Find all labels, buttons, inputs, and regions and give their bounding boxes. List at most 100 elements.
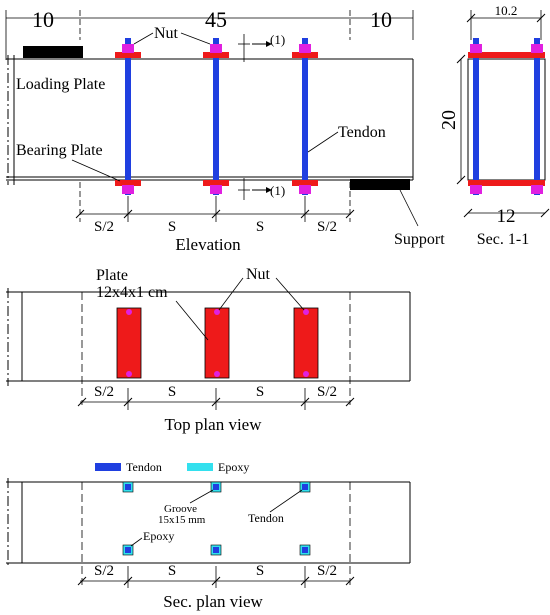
spacing-tick-3 — [300, 209, 310, 219]
sec-bottom-nut-left — [470, 185, 482, 194]
groove-tendon-3b — [302, 547, 308, 553]
sec-plan-tick-2 — [211, 576, 221, 586]
top-plan-nut-1b — [126, 371, 132, 377]
support-leader — [399, 189, 419, 227]
top-plan-nut-2a — [214, 309, 220, 315]
sec-plan-spacing-1: S/2 — [94, 563, 114, 579]
spacing-label-4: S/2 — [317, 219, 337, 235]
bottom-nut-2 — [210, 185, 222, 194]
sec-outline — [467, 58, 546, 181]
top-plate-1 — [115, 52, 141, 58]
spacing-tick-0 — [75, 209, 85, 219]
top-plan-view: Plate 12x4x1 cm Nut S/2 S S S/2 Top plan… — [6, 266, 411, 434]
bearing-plate-leader — [71, 159, 121, 182]
spacing-label-1: S/2 — [94, 219, 114, 235]
sec-plan-tendon-label: Tendon — [248, 511, 284, 525]
support-label: Support — [394, 231, 445, 248]
top-plan-tick-0 — [77, 397, 87, 407]
bottom-nut-1 — [122, 185, 134, 194]
bottom-nut-3 — [299, 185, 311, 194]
top-plan-nut-2b — [214, 371, 220, 377]
sec-plan-tick-4 — [345, 576, 355, 586]
dim-right-value: 10 — [370, 7, 392, 32]
sec-bottom-plate — [468, 180, 545, 186]
sec-top-width: 10.2 — [495, 3, 518, 18]
spacing-tick-4 — [345, 209, 355, 219]
legend-tendon-label: Tendon — [126, 460, 162, 474]
sec-plan-epoxy-leader — [130, 537, 143, 547]
groove-label-line2: 15x15 mm — [158, 514, 206, 526]
sec-plan-spacing-3: S — [256, 563, 264, 579]
groove-leader — [189, 489, 214, 504]
groove-tendon-1a — [125, 484, 131, 490]
sec-top-nut-right — [531, 44, 543, 53]
plate-label-line1: Plate — [96, 267, 128, 284]
sec-plan-view: Tendon Epoxy Groove 15x15 mm Tendon Epox… — [6, 460, 411, 611]
top-nut-1 — [122, 44, 134, 53]
bottom-plate-2 — [203, 180, 229, 186]
top-plan-spacing-1: S/2 — [94, 384, 114, 400]
support-block — [350, 179, 410, 190]
top-nut-2 — [210, 44, 222, 53]
top-plan-spacing-2: S — [168, 384, 176, 400]
top-plan-spacing-3: S — [256, 384, 264, 400]
top-plan-plate-1 — [116, 307, 142, 379]
legend-epoxy-label: Epoxy — [218, 460, 249, 474]
section-mark-bottom: (1) — [270, 183, 285, 198]
sec-top-plate — [468, 52, 545, 58]
top-plan-tick-4 — [345, 397, 355, 407]
section-caption: Sec. 1-1 — [477, 231, 529, 248]
section-mark-top: (1) — [270, 32, 285, 47]
elevation-view: 10 45 10 Loading Plate Support — [5, 7, 445, 254]
tendon-1 — [125, 38, 131, 195]
top-plate-2 — [203, 52, 229, 58]
sec-top-nut-left — [470, 44, 482, 53]
top-plan-caption: Top plan view — [164, 415, 262, 434]
dim-left-value: 10 — [32, 7, 54, 32]
nut-leader-2 — [180, 32, 211, 45]
top-plan-nut-leader-2 — [275, 277, 305, 311]
top-plan-plate-3 — [293, 307, 319, 379]
sec-bottom-tick-right — [540, 208, 550, 218]
nut-label: Nut — [154, 25, 179, 42]
tendon-2 — [213, 38, 219, 195]
sec-bottom-tick-left — [463, 208, 473, 218]
sec-plan-tick-0 — [77, 576, 87, 586]
sec-plan-tick-1 — [123, 576, 133, 586]
sec-plan-tendon-leader — [269, 489, 303, 513]
tendon-3 — [302, 38, 308, 195]
section-1-1-view: 10.2 20 12 Sec. 1-1 — [438, 3, 550, 248]
top-plan-nut-label: Nut — [246, 266, 271, 283]
tendon-leader — [307, 131, 339, 153]
sec-tendon-left — [473, 38, 479, 195]
spacing-tick-1 — [123, 209, 133, 219]
bearing-plate-label: Bearing Plate — [16, 142, 103, 159]
plate-leader — [175, 300, 209, 341]
sec-plan-tick-3 — [300, 576, 310, 586]
top-plan-nut-3b — [303, 371, 309, 377]
top-plan-nut-1a — [126, 309, 132, 315]
sec-plan-spacing-2: S — [168, 563, 176, 579]
sec-bottom-nut-right — [531, 185, 543, 194]
legend-tendon-swatch — [95, 463, 121, 471]
sec-plan-caption: Sec. plan view — [163, 592, 263, 611]
sec-tendon-right — [534, 38, 540, 195]
top-nut-3 — [299, 44, 311, 53]
nut-leader-1 — [133, 32, 154, 45]
sec-height-value: 20 — [438, 110, 460, 130]
loading-plate-label: Loading Plate — [16, 76, 105, 93]
top-plan-plate-2 — [204, 307, 230, 379]
spacing-label-3: S — [256, 219, 264, 235]
sec-top-tick-left — [466, 13, 476, 23]
top-plate-3 — [292, 52, 318, 58]
loading-plate — [23, 46, 83, 58]
top-plan-nut-leader-1 — [218, 277, 244, 311]
sec-bottom-width: 12 — [497, 206, 516, 227]
groove-label-line1: Groove — [164, 503, 197, 515]
tendon-label: Tendon — [338, 124, 386, 141]
bottom-plate-3 — [292, 180, 318, 186]
section-arrow-top-head — [266, 41, 272, 47]
groove-tendon-3a — [302, 484, 308, 490]
